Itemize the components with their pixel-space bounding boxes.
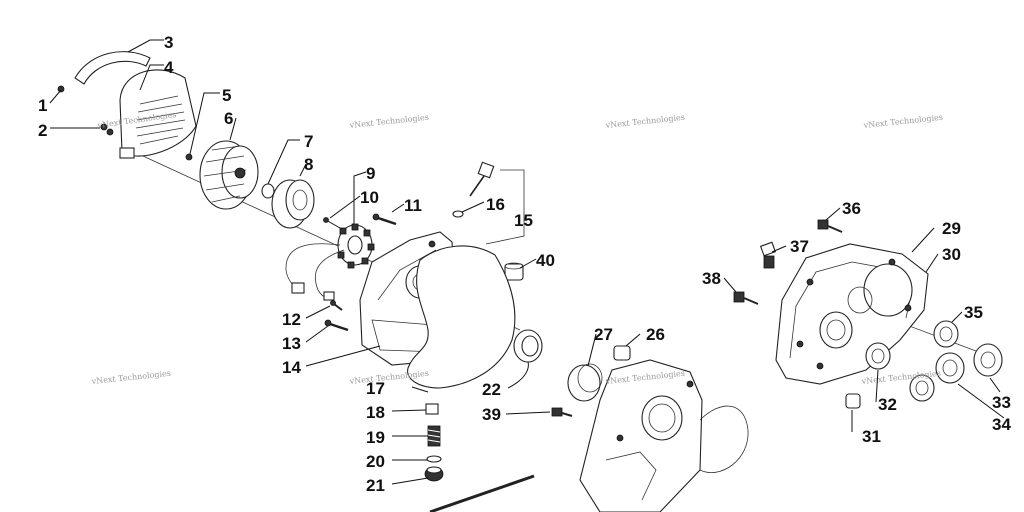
cover-seal-3 <box>74 51 151 85</box>
callout-21: 21 <box>366 476 385 495</box>
callout-17: 17 <box>366 379 385 398</box>
callout-33: 33 <box>992 393 1011 412</box>
dowel-40 <box>504 262 524 281</box>
screw-5 <box>185 153 193 161</box>
callout-16: 16 <box>486 195 505 214</box>
callout-11: 11 <box>404 196 422 215</box>
bearing-34-pair <box>935 352 965 384</box>
parts-artwork <box>57 51 1003 512</box>
bolt-11 <box>372 213 397 226</box>
callout-35: 35 <box>964 303 983 322</box>
bolt-36 <box>817 219 843 233</box>
rotor-8 <box>271 179 315 229</box>
bearing-32 <box>865 342 891 370</box>
leader-lines <box>49 39 1005 485</box>
watermark: vNext Technologies <box>90 369 171 386</box>
callout-18: 18 <box>366 403 385 422</box>
flywheel-fan-6 <box>199 140 259 210</box>
bolt-12 <box>330 300 343 311</box>
callout-15: 15 <box>514 211 533 230</box>
callout-34: 34 <box>992 415 1011 434</box>
callout-4: 4 <box>164 58 174 77</box>
callout-2: 2 <box>38 121 47 140</box>
callout-3: 3 <box>164 33 173 52</box>
callout-22: 22 <box>482 380 501 399</box>
bearing-33 <box>973 343 1003 377</box>
stator-9 <box>285 223 375 301</box>
callout-5: 5 <box>222 86 231 105</box>
fitting-37 <box>759 241 777 269</box>
callout-labels: 1 2 3 4 5 6 7 8 9 10 11 12 13 14 15 16 1… <box>38 33 1011 495</box>
cover-gasket <box>407 245 516 389</box>
washer-7 <box>261 183 275 199</box>
plug-18 <box>425 403 439 415</box>
seal-34 <box>909 374 935 402</box>
watermark: vNext Technologies <box>604 113 685 130</box>
callout-10: 10 <box>360 188 379 207</box>
right-cover-29 <box>775 243 929 385</box>
watermark: vNext Technologies <box>348 113 429 130</box>
callout-39: 39 <box>482 405 501 424</box>
callout-12: 12 <box>282 310 301 329</box>
callout-32: 32 <box>878 395 897 414</box>
callout-8: 8 <box>304 155 313 174</box>
fan-cover-4 <box>119 69 197 159</box>
bushing-27 <box>567 363 603 402</box>
callout-9: 9 <box>366 164 375 183</box>
o-ring-16 <box>452 210 464 218</box>
callout-7: 7 <box>304 132 313 151</box>
screw-10 <box>323 217 341 229</box>
bolt-38 <box>733 291 759 305</box>
callout-19: 19 <box>366 428 385 447</box>
callout-6: 6 <box>224 109 233 128</box>
callout-14: 14 <box>282 358 301 377</box>
callout-27: 27 <box>594 325 613 344</box>
plug-21 <box>424 466 444 482</box>
dowel-31 <box>845 393 861 409</box>
callout-38: 38 <box>702 269 721 288</box>
oil-seal-22 <box>513 329 543 363</box>
callout-30: 30 <box>942 245 961 264</box>
bolt-39 <box>551 407 573 417</box>
callout-13: 13 <box>282 334 301 353</box>
seal-35 <box>933 320 959 348</box>
screw-2 <box>100 123 114 136</box>
o-ring-20 <box>426 455 442 463</box>
callout-1: 1 <box>38 96 47 115</box>
screw-1 <box>57 85 65 93</box>
callout-40: 40 <box>536 251 555 270</box>
callout-36: 36 <box>842 199 861 218</box>
spring-19 <box>427 425 441 447</box>
callout-37: 37 <box>790 237 809 256</box>
dipstick-15 <box>452 161 525 245</box>
callout-31: 31 <box>862 427 881 446</box>
bolt-13 <box>324 319 349 332</box>
crankcase-half-center <box>429 359 749 512</box>
callout-26: 26 <box>646 325 665 344</box>
callout-20: 20 <box>366 452 385 471</box>
watermark: vNext Technologies <box>862 113 943 130</box>
callout-29: 29 <box>942 219 961 238</box>
dowel-26 <box>613 345 631 361</box>
